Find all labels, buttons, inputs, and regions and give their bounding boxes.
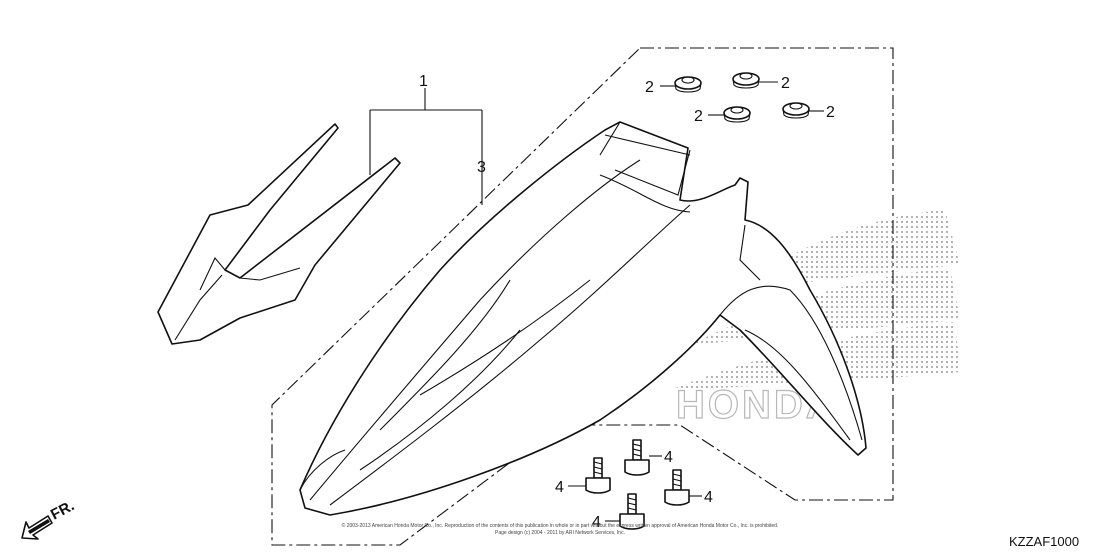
callout-bolt-d: 4 bbox=[592, 514, 601, 531]
nut-group bbox=[674, 72, 810, 123]
callout-bolt-b: 4 bbox=[664, 449, 673, 466]
nut-c bbox=[723, 106, 751, 123]
nut-b bbox=[732, 72, 760, 89]
callout-nut-d: 2 bbox=[826, 104, 835, 121]
copyright-line-1: © 2003-2013 American Honda Motor Co., In… bbox=[342, 522, 779, 529]
callout-nut-b: 2 bbox=[781, 75, 790, 92]
front-direction-indicator: FR. bbox=[21, 497, 77, 540]
diagram-code: KZZAF1000 bbox=[1009, 534, 1079, 549]
bolt-a bbox=[585, 457, 611, 494]
bolt-c bbox=[664, 469, 690, 506]
bolt-d bbox=[619, 493, 645, 530]
decal-part bbox=[157, 123, 401, 345]
callout-decal: 3 bbox=[477, 159, 486, 176]
front-fender-part bbox=[299, 121, 867, 516]
bolt-b bbox=[624, 439, 650, 476]
callout-bolt-a: 4 bbox=[555, 479, 564, 496]
nut-d bbox=[782, 102, 810, 119]
callout-bolt-c: 4 bbox=[704, 489, 713, 506]
callout-nut-c: 2 bbox=[694, 108, 703, 125]
bolt-group bbox=[585, 439, 690, 530]
copyright-line-2: Page design (c) 2004 - 2011 by ARI Netwo… bbox=[495, 530, 625, 536]
kit-boundary-dashed bbox=[271, 47, 894, 546]
leader-lines bbox=[369, 81, 824, 522]
nut-a bbox=[674, 76, 702, 93]
front-direction-label: FR. bbox=[48, 497, 77, 523]
callout-kit: 1 bbox=[419, 73, 428, 90]
callout-nut-a: 2 bbox=[645, 79, 654, 96]
